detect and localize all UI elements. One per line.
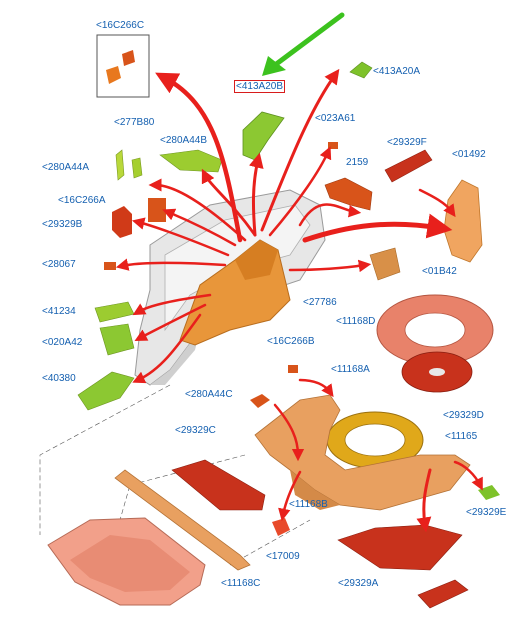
part-29329A[interactable]	[337, 524, 469, 609]
part-01B42[interactable]	[369, 247, 401, 281]
part-11165[interactable]	[326, 411, 424, 469]
label-17009[interactable]: <17009	[266, 551, 300, 562]
part-020A42[interactable]	[99, 323, 135, 356]
label-277B80[interactable]: <277B80	[114, 117, 155, 128]
label-29329D[interactable]: <29329D	[443, 410, 484, 421]
label-280A44A[interactable]: <280A44A	[42, 162, 89, 173]
part-29329F[interactable]	[384, 149, 433, 183]
label-413A20A[interactable]: <413A20A	[373, 66, 420, 77]
part-11168D[interactable]	[376, 294, 494, 366]
part-11168C-rail[interactable]	[114, 469, 251, 571]
part-16C266A[interactable]	[148, 198, 166, 222]
part-floor-pan-bottom[interactable]	[47, 517, 206, 606]
part-280A44C[interactable]	[250, 394, 270, 408]
part-277B80[interactable]	[115, 149, 143, 181]
label-01492[interactable]: <01492	[452, 149, 486, 160]
part-29329C[interactable]	[171, 459, 266, 511]
label-16C266A[interactable]: <16C266A	[58, 195, 106, 206]
part-41234[interactable]	[94, 301, 135, 323]
label-280A44C[interactable]: <280A44C	[185, 389, 233, 400]
label-020A42[interactable]: <020A42	[42, 337, 83, 348]
label-11168C[interactable]: <11168C	[221, 578, 261, 589]
part-29329E[interactable]	[478, 485, 500, 500]
part-023A61[interactable]	[328, 142, 338, 149]
part-29329D[interactable]	[401, 351, 473, 393]
part-413A20B[interactable]	[242, 111, 285, 161]
part-413A20A[interactable]	[349, 61, 373, 79]
part-01492[interactable]	[443, 179, 483, 263]
label-11168B[interactable]: <11168B	[289, 499, 328, 510]
label-29329C[interactable]: <29329C	[175, 425, 216, 436]
label-29329F[interactable]: <29329F	[387, 137, 427, 148]
label-29329E[interactable]: <29329E	[466, 507, 507, 518]
part-11168A-floor-pan[interactable]	[254, 394, 471, 511]
label-413A20B-highlighted[interactable]: <413A20B	[234, 80, 285, 93]
label-280A44B[interactable]: <280A44B	[160, 135, 207, 146]
label-023A61[interactable]: <023A61	[315, 113, 356, 124]
label-11168A[interactable]: <11168A	[331, 364, 370, 375]
callout-arrows	[115, 68, 483, 533]
part-16C266B[interactable]	[288, 365, 298, 373]
part-16C266C-box[interactable]	[96, 34, 150, 98]
label-16C266C-top[interactable]: <16C266C	[96, 20, 145, 31]
label-11165[interactable]: <11165	[445, 431, 478, 442]
label-41234[interactable]: <41234	[42, 306, 76, 317]
label-27786[interactable]: <27786	[303, 297, 337, 308]
part-280A44B[interactable]	[159, 149, 223, 173]
label-2159[interactable]: 2159	[346, 157, 369, 168]
label-29329A[interactable]: <29329A	[338, 578, 379, 589]
dashed-leader-lines	[39, 384, 311, 566]
part-2159[interactable]	[324, 177, 373, 211]
label-01B42[interactable]: <01B42	[422, 266, 457, 277]
part-40380[interactable]	[77, 371, 135, 411]
label-40380[interactable]: <40380	[42, 373, 76, 384]
pointer-arrow	[262, 12, 345, 76]
label-16C266B[interactable]: <16C266B	[267, 336, 315, 347]
part-29329B[interactable]	[112, 206, 132, 238]
part-28067[interactable]	[104, 262, 116, 270]
label-28067[interactable]: <28067	[42, 259, 76, 270]
label-11168D[interactable]: <11168D	[336, 316, 376, 327]
part-27786[interactable]	[179, 239, 291, 346]
label-29329B[interactable]: <29329B	[42, 219, 83, 230]
part-17009[interactable]	[272, 518, 290, 536]
